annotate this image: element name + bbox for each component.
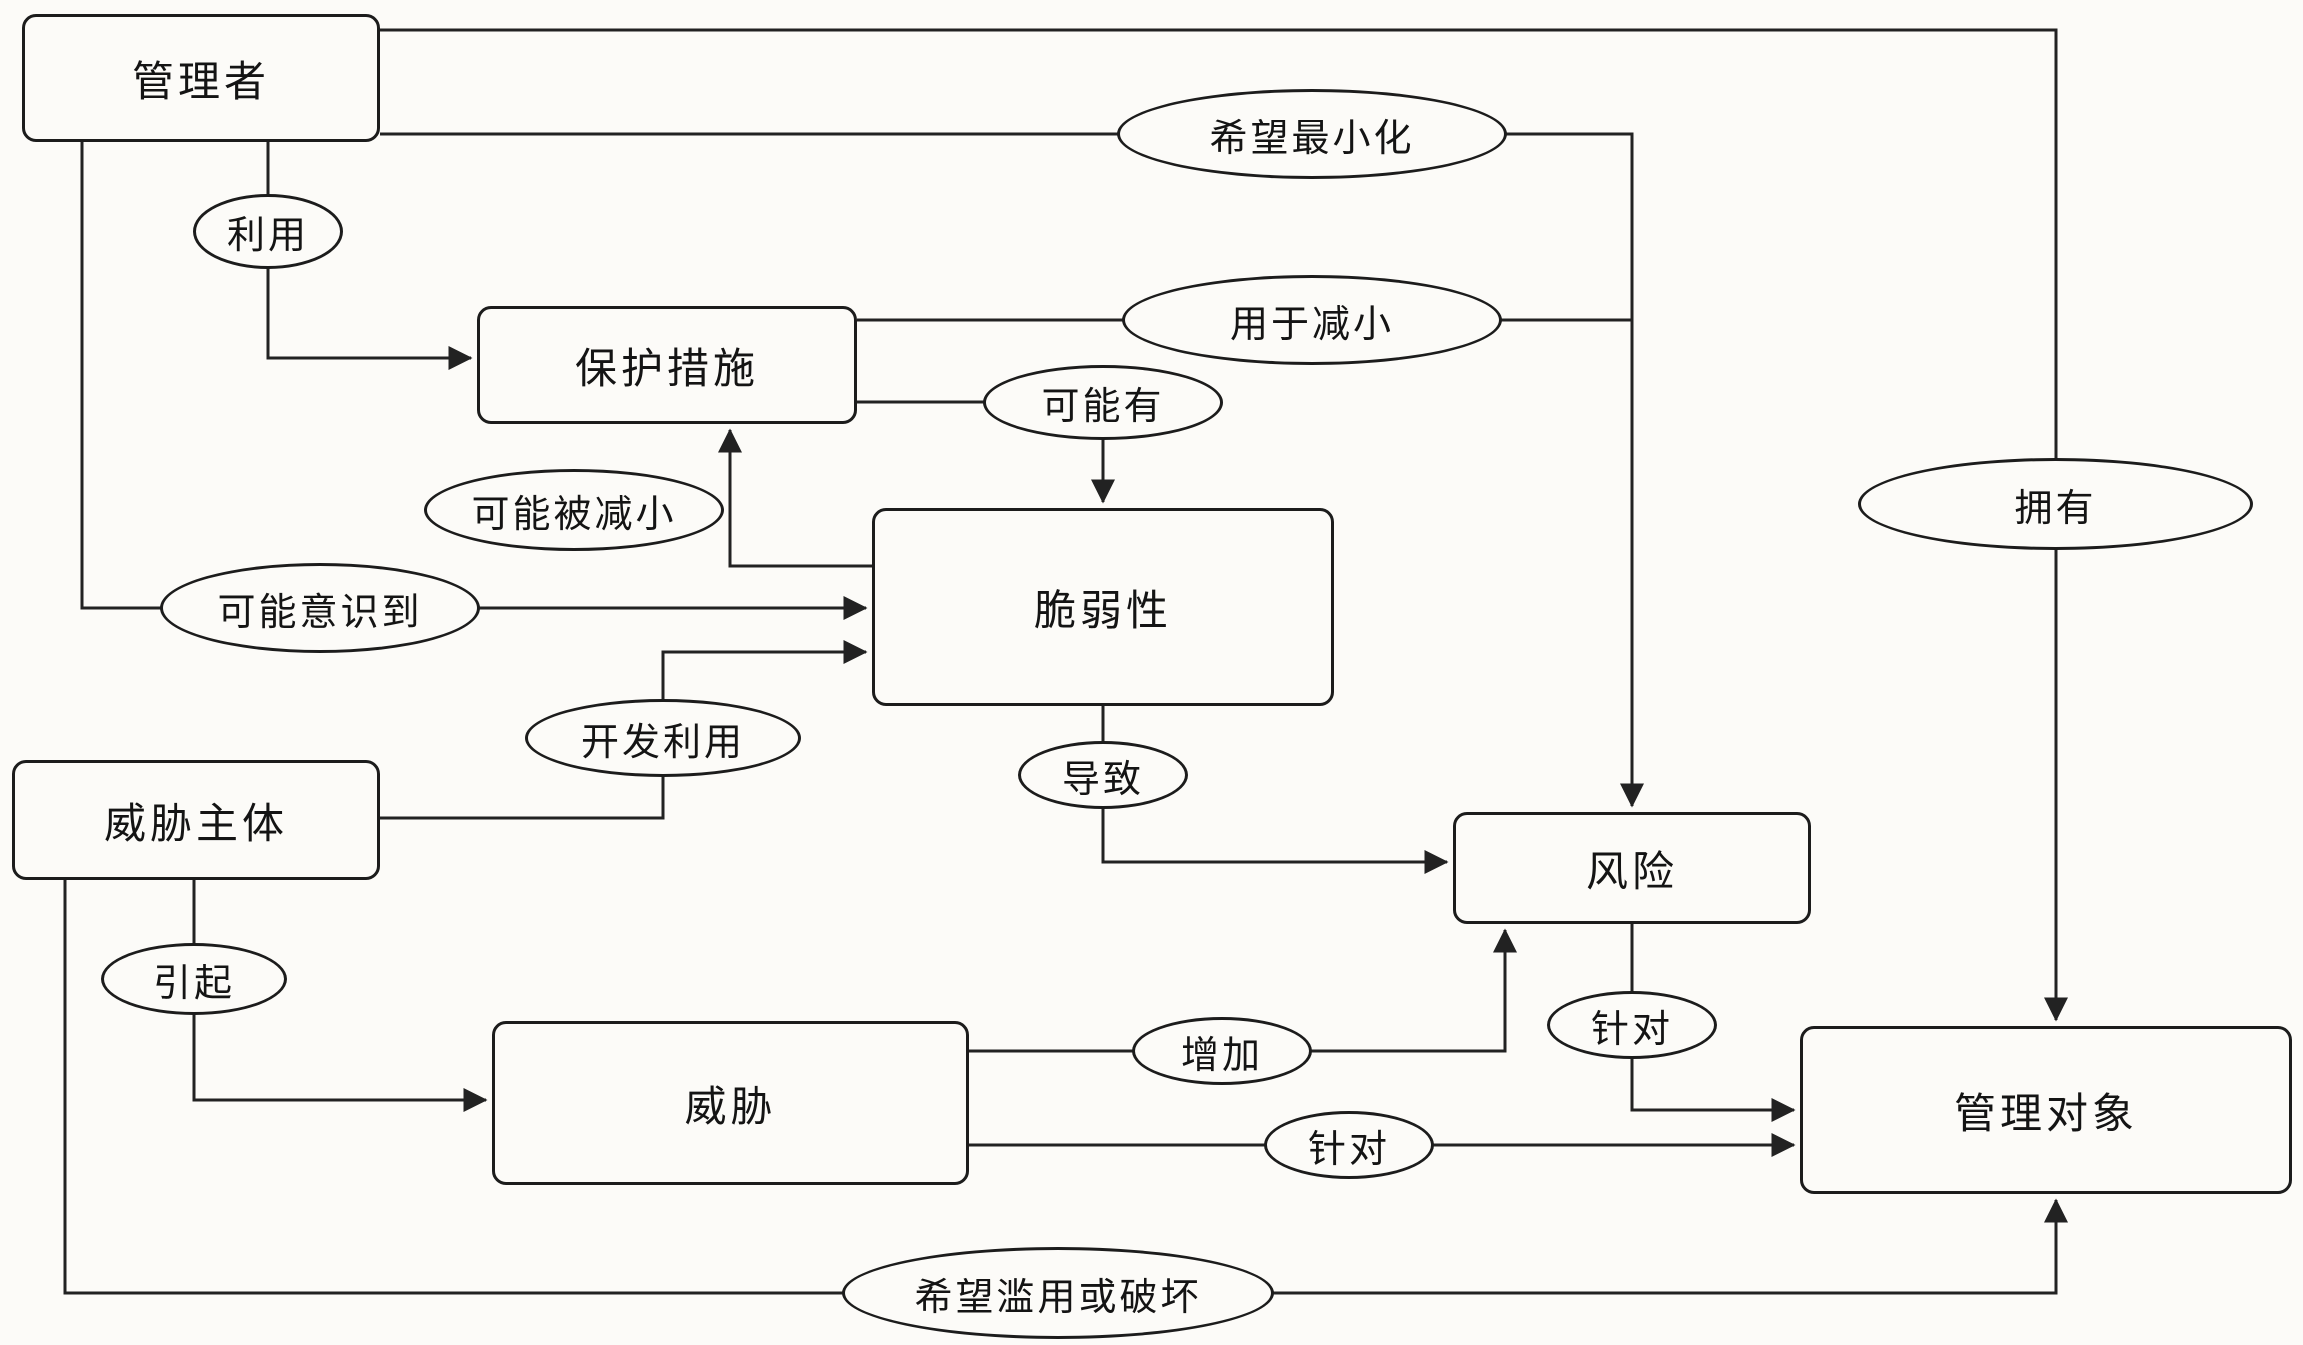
node-risk: 风险 — [1453, 812, 1811, 924]
node-vulnerability: 脆弱性 — [872, 508, 1334, 706]
node-asset: 管理对象 — [1800, 1026, 2292, 1194]
relation-may-be-aware-label: 可能意识到 — [217, 591, 423, 634]
relation-exploit-label: 开发利用 — [580, 721, 745, 764]
relation-increase: 增加 — [1132, 1017, 1312, 1085]
node-manager: 管理者 — [22, 14, 380, 142]
relation-may-have-label: 可能有 — [1041, 386, 1165, 428]
node-threat-agent: 威胁主体 — [12, 760, 380, 880]
node-risk-label: 风险 — [1585, 849, 1678, 896]
node-safeguards: 保护措施 — [477, 306, 857, 424]
relation-use-label: 利用 — [226, 215, 309, 257]
node-threat-agent-label: 威胁主体 — [103, 801, 288, 848]
relation-wish-minimize-label: 希望最小化 — [1209, 117, 1415, 160]
node-threat: 威胁 — [492, 1021, 969, 1185]
relation-to-reduce-label: 用于减小 — [1229, 303, 1394, 346]
relation-use: 利用 — [193, 194, 343, 269]
node-asset-label: 管理对象 — [1953, 1091, 2138, 1138]
relation-give-rise-to: 引起 — [101, 943, 287, 1015]
relation-give-rise-to-label: 引起 — [152, 962, 235, 1005]
edge-vulnerability-reduced-by-safeguards — [718, 428, 872, 568]
edge-threatagent-abuse-asset — [63, 880, 2068, 1295]
relation-may-be-aware: 可能意识到 — [160, 563, 480, 653]
node-vulnerability-label: 脆弱性 — [1033, 588, 1172, 635]
relation-exploit: 开发利用 — [525, 699, 801, 777]
relation-own: 拥有 — [1858, 458, 2253, 550]
node-manager-label: 管理者 — [131, 59, 270, 106]
relation-may-be-reduced: 可能被减小 — [424, 469, 724, 551]
node-safeguards-label: 保护措施 — [574, 346, 759, 393]
edge-manager-aware-vulnerability — [80, 142, 868, 620]
edge-manager-minimize-risk — [380, 132, 1644, 808]
relation-target-risk-label: 针对 — [1590, 1008, 1673, 1051]
relation-wish-abuse: 希望滥用或破坏 — [842, 1247, 1274, 1339]
relation-target-risk: 针对 — [1547, 991, 1717, 1059]
relation-own-label: 拥有 — [2014, 487, 2097, 530]
relation-may-be-reduced-label: 可能被减小 — [471, 493, 677, 536]
relation-wish-abuse-label: 希望滥用或破坏 — [914, 1276, 1202, 1319]
relation-increase-label: 增加 — [1180, 1034, 1263, 1077]
relation-lead-to-label: 导致 — [1061, 758, 1144, 801]
edge-manager-owns-asset — [380, 28, 2068, 1022]
relation-wish-minimize: 希望最小化 — [1117, 89, 1507, 179]
relation-target-threat-label: 针对 — [1307, 1128, 1390, 1171]
relation-lead-to: 导致 — [1018, 741, 1188, 809]
relation-target-threat: 针对 — [1264, 1111, 1434, 1179]
relation-to-reduce: 用于减小 — [1122, 275, 1502, 365]
edge-risk-target-asset — [1630, 924, 1796, 1122]
node-threat-label: 威胁 — [684, 1084, 777, 1131]
relation-may-have: 可能有 — [983, 365, 1223, 440]
